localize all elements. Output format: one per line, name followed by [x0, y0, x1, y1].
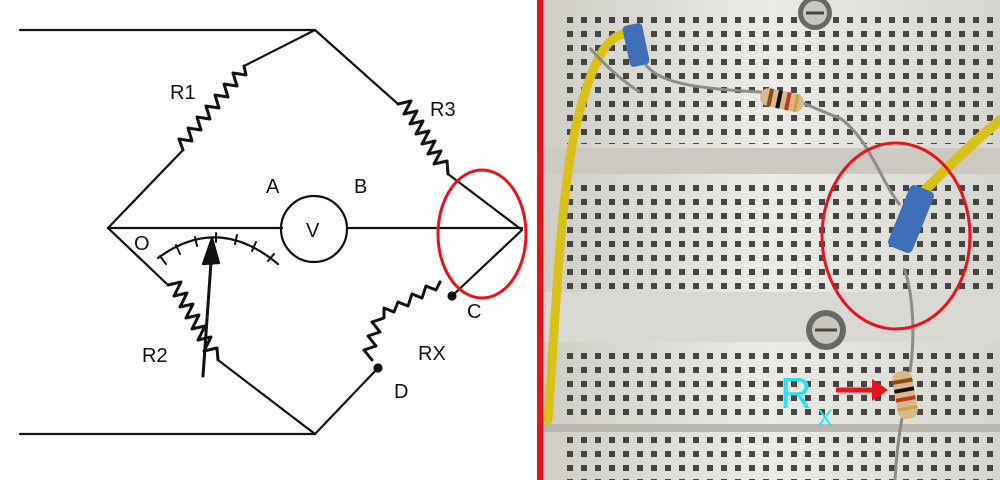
rx-annotation-letter: R	[780, 369, 812, 418]
photo-highlight-circle	[820, 141, 972, 331]
label-c: C	[467, 301, 481, 323]
blue-wire-tip-top	[622, 23, 650, 67]
hole-grid-bottom	[560, 346, 1000, 422]
hole-grid-lower-rail	[560, 436, 1000, 480]
terminal-d	[373, 363, 383, 373]
rx-annotation-subscript: X	[817, 405, 833, 432]
rx-annotation: R X	[780, 369, 833, 432]
resistor-icon	[892, 370, 918, 420]
r2-lead-top	[106, 226, 170, 287]
label-meter: V	[306, 220, 320, 242]
grey-lead-to-blue-wire	[839, 116, 902, 206]
yellow-jumper-wire-right	[920, 115, 1000, 195]
r3-lead-bottom	[446, 172, 524, 232]
r2-lead-bottom	[216, 358, 317, 436]
yellow-jumper-wire-left	[543, 29, 637, 425]
schematic-labels: R1 R3 A B O V R2 RX C D	[134, 82, 481, 403]
panel-divider	[537, 0, 543, 480]
rx-lead-right	[450, 228, 524, 298]
r1-resistor	[177, 64, 248, 152]
blue-wire-tip-right	[888, 185, 934, 253]
arrow-right-icon	[836, 379, 888, 401]
bridge-schematic	[18, 28, 524, 436]
label-rx: RX	[418, 343, 446, 365]
r2-variable-arrow-head	[201, 236, 221, 266]
rx-lead-wire	[893, 267, 915, 480]
power-rail-divider	[543, 292, 1000, 342]
schematic-highlight-circle	[436, 168, 528, 300]
rx-resistor	[362, 280, 442, 362]
r1-lead-right	[242, 28, 317, 68]
hole-grid-middle	[560, 180, 1000, 290]
label-r3: R3	[430, 99, 456, 121]
meter-scale	[156, 236, 280, 266]
r1-lead-left	[106, 148, 185, 230]
breadboard-photo: R X	[543, 0, 1000, 480]
label-b: B	[354, 176, 367, 198]
meter-scale-ticks	[159, 232, 275, 265]
label-d: D	[394, 381, 408, 403]
mounting-screw-icon	[798, 0, 832, 30]
r2-resistor	[166, 280, 220, 362]
label-a: A	[266, 176, 280, 198]
r3-resistor	[396, 99, 450, 176]
r2-variable-arrow-shaft	[201, 246, 214, 378]
grey-lead-to-resistor	[638, 54, 841, 120]
label-r2: R2	[142, 345, 168, 367]
mounting-screw-icon	[806, 310, 846, 350]
grey-lead-left-stub	[588, 47, 641, 94]
center-channel	[543, 148, 1000, 174]
resistor-icon	[760, 88, 804, 113]
lower-board-edge	[543, 424, 1000, 432]
terminal-c	[447, 291, 457, 301]
label-o: O	[134, 233, 150, 255]
rx-lead-bottom	[313, 366, 380, 436]
label-r1: R1	[170, 82, 196, 104]
r3-lead-top	[313, 28, 400, 106]
